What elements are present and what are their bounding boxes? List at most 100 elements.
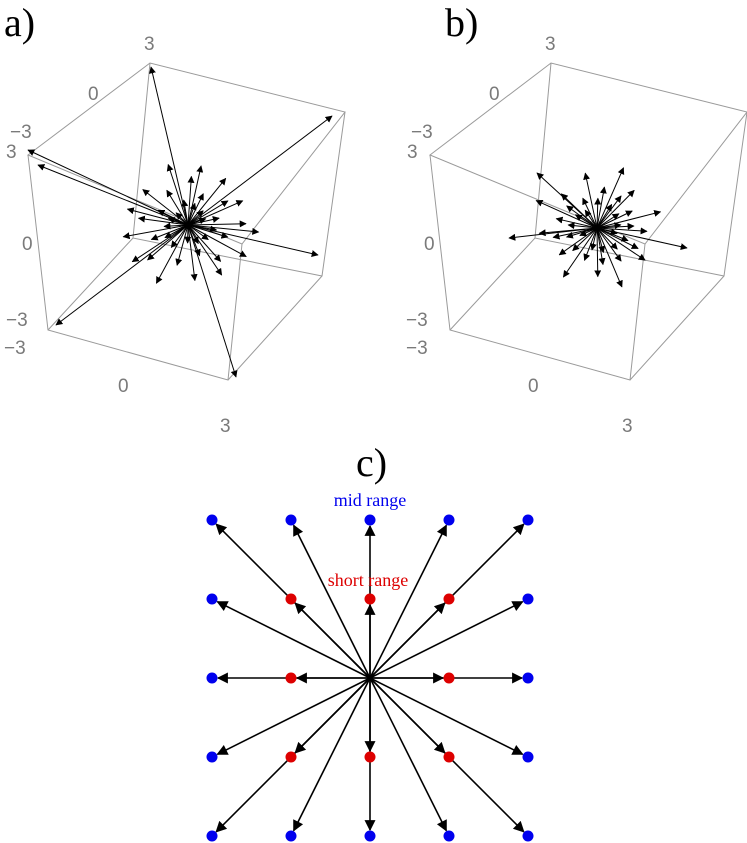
short-range-point-7 [364, 751, 376, 763]
short-range-point-3 [443, 593, 455, 605]
short-range-point-1 [285, 593, 297, 605]
vecs-b-arrow-8 [594, 197, 602, 229]
mid-range-point-14 [364, 830, 376, 842]
vecs-b-arrow-42 [596, 227, 688, 251]
mid-range-point-5 [522, 514, 534, 526]
lattice-arrow [369, 600, 524, 679]
lattice-arrow [369, 602, 446, 679]
vecs-a-arrow-27 [187, 216, 220, 226]
vecs-a-arrow-7 [155, 224, 189, 284]
mid-range-point-15 [443, 830, 455, 842]
panel-b-box [429, 62, 747, 381]
vecs-a-arrow-20 [175, 224, 189, 266]
vecs-a-arrow-38 [187, 224, 223, 276]
vecs-b-arrow-39 [574, 214, 598, 229]
vecs-b-arrow-43 [508, 227, 598, 241]
vecs-b-arrow-32 [596, 210, 633, 229]
short-range-label: short range [328, 570, 408, 590]
vecs-b-arrow-16 [596, 167, 625, 229]
vecs-a-arrow-34 [175, 212, 189, 226]
short-range-point-8 [443, 751, 455, 763]
vecs-b-arrow-24 [596, 189, 635, 229]
tick-a-left-neg3: −3 [6, 310, 28, 331]
mid-range-point-9 [522, 672, 534, 684]
vecs-b-arrow-10 [567, 222, 598, 230]
vecs-b-arrow-20 [562, 227, 598, 278]
panel-c-dots [206, 514, 534, 842]
mid-range-point-13 [285, 830, 297, 842]
short-range-point-2 [364, 593, 376, 605]
vecs-a-arrow-24 [187, 193, 204, 226]
vecs-b-arrow-30 [596, 227, 622, 262]
mid-range-point-16 [522, 830, 534, 842]
vecs-a-arrow-11 [187, 177, 227, 226]
panel-a-label: a) [4, 0, 35, 45]
lattice-arrow [216, 677, 371, 756]
vecs-a-arrow-35 [187, 224, 260, 235]
vecs-b-arrow-7 [572, 227, 598, 252]
vecs-a-arrow-17 [187, 224, 222, 262]
tick-b-left-neg3: −3 [406, 310, 428, 331]
vecs-b-arrow-38 [596, 227, 606, 254]
panel-c-arrows [215, 523, 525, 833]
vecs-a-arrow-36 [131, 224, 189, 263]
vecs-a-arrow-9 [187, 224, 247, 258]
vecs-b-arrow-9 [596, 227, 618, 250]
tick-a-bottom-0: 0 [118, 376, 129, 397]
mid-range-point-1 [206, 514, 218, 526]
tick-b-top-3: 3 [545, 34, 556, 55]
lattice-arrow [292, 524, 371, 679]
vecs-b-arrow-31 [555, 216, 598, 229]
short-range-point-4 [285, 672, 297, 684]
vecs-b-arrow-29 [596, 186, 607, 229]
vecs-a-arrow-45 [187, 224, 238, 378]
tick-a-top-3: 3 [144, 34, 155, 55]
tick-b-bottom-0: 0 [528, 376, 539, 397]
vecs-a-arrow-47 [187, 224, 319, 257]
mid-range-point-6 [206, 593, 218, 605]
vecs-b-arrow-36 [565, 227, 598, 239]
vecs-b-arrow-11 [596, 213, 620, 229]
tick-a-bottom-3: 3 [220, 416, 231, 437]
panel-a-ticks: 3 0 −3 3 0 −3 −3 0 3 [4, 34, 231, 437]
panel-b-cube: 3 0 −3 3 0 −3 −3 0 3 [406, 34, 747, 437]
vecs-b-arrow-3 [596, 195, 622, 229]
mid-range-point-2 [285, 514, 297, 526]
vecs-a-arrow-39 [126, 207, 189, 226]
vecs-b-arrow-27 [596, 227, 648, 235]
mid-range-point-12 [206, 830, 218, 842]
vecs-a-arrow-42 [187, 115, 333, 226]
panel-c-label: c) [356, 440, 387, 485]
vecs-a-arrow-23 [150, 224, 189, 241]
lattice-arrow [369, 677, 524, 756]
vecs-b-arrow-17 [596, 227, 623, 288]
vecs-a-arrow-14 [187, 220, 247, 228]
tick-a-left-3: 3 [6, 142, 17, 163]
lattice-arrow [294, 602, 371, 679]
lattice-arrow [292, 677, 371, 832]
lattice-arrow [369, 524, 448, 679]
mid-range-point-7 [522, 593, 534, 605]
tick-a-top-0: 0 [88, 84, 99, 105]
vecs-b-arrow-37 [596, 203, 613, 229]
tick-a-top-neg3: −3 [10, 122, 32, 143]
vecs-a-arrow-18 [137, 215, 189, 226]
tick-b-bottom-neg3: −3 [406, 338, 428, 359]
vecs-a-arrow-19 [187, 200, 229, 226]
vecs-a-arrow-43 [27, 149, 189, 226]
mid-range-point-3 [364, 514, 376, 526]
mid-range-label: mid range [334, 490, 406, 510]
vecs-a-arrow-37 [187, 165, 204, 226]
vecs-a-arrow-44 [55, 224, 189, 326]
tick-b-top-neg3: −3 [411, 122, 433, 143]
vecs-b-arrow-19 [596, 209, 662, 229]
vecs-b-arrow-33 [583, 227, 598, 261]
mid-range-point-4 [443, 514, 455, 526]
panel-a-vectors [27, 66, 333, 378]
panel-b-ticks: 3 0 −3 3 0 −3 −3 0 3 [406, 34, 633, 437]
vecs-a-arrow-10 [122, 224, 189, 240]
short-range-point-5 [443, 672, 455, 684]
vecs-b-arrow-12 [589, 227, 598, 251]
vecs-a-arrow-41 [149, 66, 189, 226]
panel-b-vectors [508, 167, 688, 288]
